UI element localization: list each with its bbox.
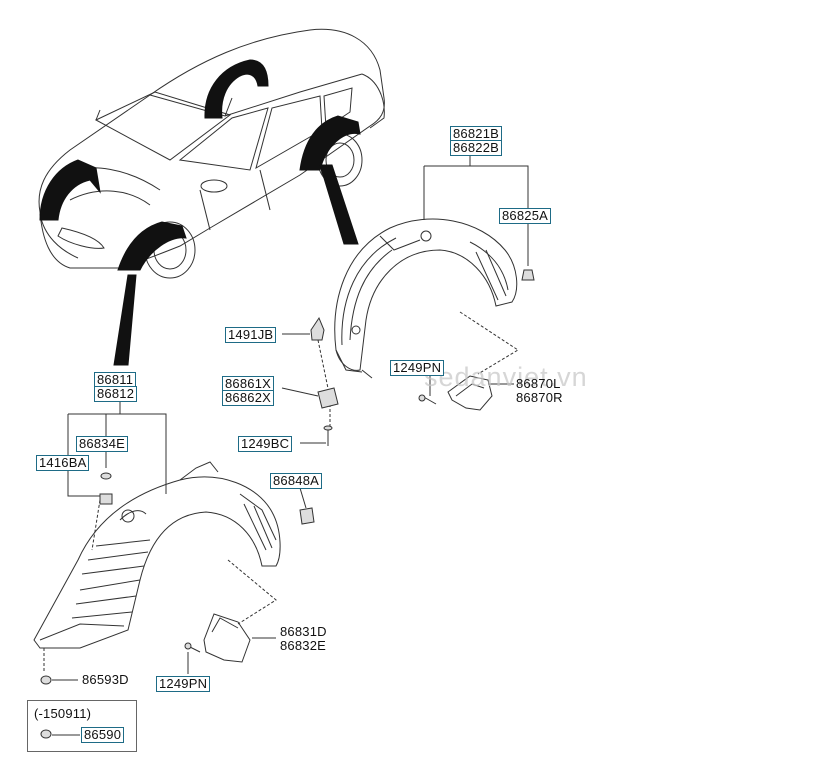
part-86834E[interactable]: 86834E	[76, 436, 129, 452]
part-1249BC[interactable]: 1249BC	[238, 436, 293, 452]
part-86821B[interactable]: 86821B	[450, 126, 503, 142]
part-86832E[interactable]: 86832E	[280, 638, 327, 653]
part-86870R[interactable]: 86870R	[516, 390, 563, 405]
part-1249PN-top[interactable]: 1249PN	[390, 360, 445, 376]
part-86848A[interactable]: 86848A	[270, 473, 323, 489]
part-86870L[interactable]: 86870L	[516, 376, 561, 391]
note-range: (-150911)	[34, 706, 92, 721]
front-mud-flap	[203, 613, 251, 663]
fasteners	[40, 269, 535, 739]
part-86811[interactable]: 86811	[94, 372, 137, 388]
part-86590[interactable]: 86590	[81, 727, 125, 743]
watermark-text: sedanviet.vn	[424, 362, 588, 392]
rear-mud-flap	[447, 375, 493, 411]
note-frame	[27, 700, 137, 752]
part-86812[interactable]: 86812	[94, 386, 138, 402]
part-86825A[interactable]: 86825A	[499, 208, 552, 224]
part-86593D[interactable]: 86593D	[82, 672, 129, 687]
part-1416BA[interactable]: 1416BA	[36, 455, 90, 471]
part-86831D[interactable]: 86831D	[280, 624, 327, 639]
car-illustration	[38, 28, 385, 279]
car-liner-highlights	[39, 59, 361, 366]
leader-lines	[43, 154, 529, 736]
part-1249PN-bottom[interactable]: 1249PN	[156, 676, 211, 692]
part-86861X[interactable]: 86861X	[222, 376, 275, 392]
part-86862X[interactable]: 86862X	[222, 390, 275, 406]
rear-wheel-liner	[334, 218, 518, 379]
part-1491JB[interactable]: 1491JB	[225, 327, 277, 343]
front-wheel-liner	[33, 461, 281, 649]
part-86822B[interactable]: 86822B	[450, 140, 503, 156]
